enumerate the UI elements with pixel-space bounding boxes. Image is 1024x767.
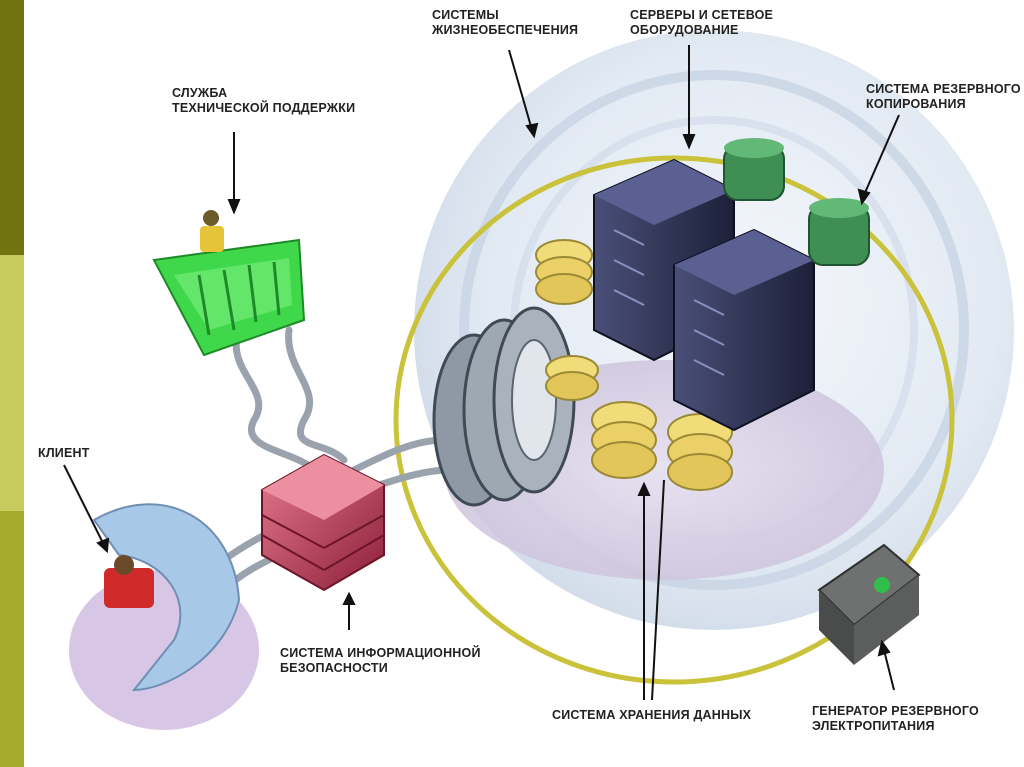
storage-disc (536, 240, 592, 304)
label-security: СИСТЕМА ИНФОРМАЦИОННОЙ БЕЗОПАСНОСТИ (280, 646, 481, 676)
security-system (262, 455, 384, 590)
label-line: ТЕХНИЧЕСКОЙ ПОДДЕРЖКИ (172, 101, 355, 116)
label-line: ЖИЗНЕОБЕСПЕЧЕНИЯ (432, 23, 578, 38)
label-line: ЭЛЕКТРОПИТАНИЯ (812, 719, 979, 734)
label-line: ГЕНЕРАТОР РЕЗЕРВНОГО (812, 704, 979, 719)
label-line: СЛУЖБА (172, 86, 355, 101)
label-client: КЛИЕНТ (38, 446, 90, 461)
label-servers: СЕРВЕРЫ И СЕТЕВОЕ ОБОРУДОВАНИЕ (630, 8, 773, 38)
label-life-support: СИСТЕМЫ ЖИЗНЕОБЕСПЕЧЕНИЯ (432, 8, 578, 38)
label-line: БЕЗОПАСНОСТИ (280, 661, 481, 676)
backup-unit (809, 198, 869, 265)
storage-disc (546, 356, 598, 400)
label-line: СИСТЕМА ИНФОРМАЦИОННОЙ (280, 646, 481, 661)
label-line: СИСТЕМА ХРАНЕНИЯ ДАННЫХ (552, 708, 751, 723)
side-decoration-bar (0, 0, 24, 767)
label-backup: СИСТЕМА РЕЗЕРВНОГО КОПИРОВАНИЯ (866, 82, 1021, 112)
label-line: СИСТЕМЫ (432, 8, 578, 23)
support-station (154, 210, 304, 355)
label-generator: ГЕНЕРАТОР РЕЗЕРВНОГО ЭЛЕКТРОПИТАНИЯ (812, 704, 979, 734)
label-line: СИСТЕМА РЕЗЕРВНОГО (866, 82, 1021, 97)
client-station (69, 504, 259, 730)
side-bar-segment-mid (0, 511, 24, 767)
backup-unit (724, 138, 784, 200)
label-line: СЕРВЕРЫ И СЕТЕВОЕ (630, 8, 773, 23)
label-line: ОБОРУДОВАНИЕ (630, 23, 773, 38)
label-storage: СИСТЕМА ХРАНЕНИЯ ДАННЫХ (552, 708, 751, 723)
label-support: СЛУЖБА ТЕХНИЧЕСКОЙ ПОДДЕРЖКИ (172, 86, 355, 116)
server-rack (674, 230, 814, 430)
side-bar-segment-light (0, 255, 24, 511)
storage-disc (668, 414, 732, 490)
side-bar-segment-dark (0, 0, 24, 255)
data-center-diagram: СИСТЕМЫ ЖИЗНЕОБЕСПЕЧЕНИЯ СЕРВЕРЫ И СЕТЕВ… (24, 0, 1024, 767)
label-line: КОПИРОВАНИЯ (866, 97, 1021, 112)
label-line: КЛИЕНТ (38, 446, 90, 461)
storage-disc (592, 402, 656, 478)
